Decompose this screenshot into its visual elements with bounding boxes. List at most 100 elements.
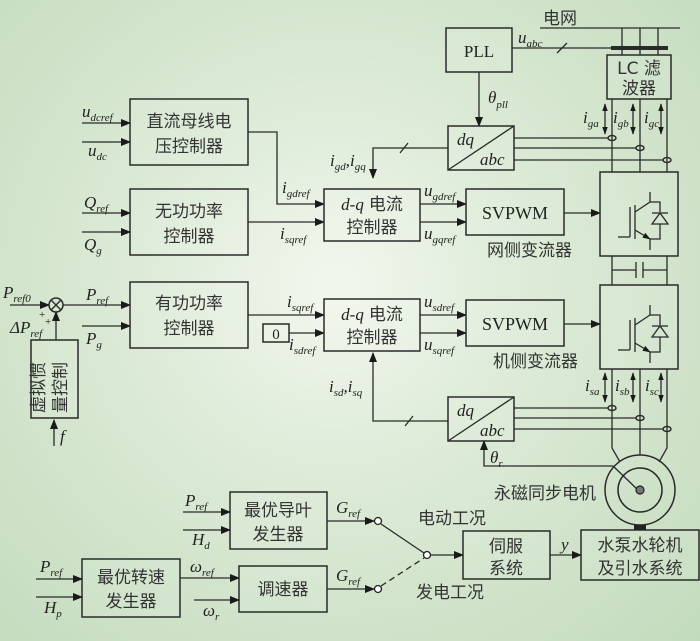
ugqref-label: ugqref — [424, 224, 457, 246]
grid-svpwm-label: SVPWM — [482, 203, 548, 223]
usqref-label: usqref — [424, 335, 456, 357]
active-controller-line2: 控制器 — [164, 319, 215, 339]
grid-controller-outputs: ugdref ugqref — [420, 181, 467, 246]
reactive-controller-line1: 无功功率 — [155, 202, 223, 222]
igd-igq-label: igd,igq — [330, 151, 366, 173]
dq-machine-bottom: abc — [480, 421, 505, 440]
udc-label: udc — [88, 141, 107, 163]
pll-label: PLL — [464, 42, 494, 61]
grid-converter-igbt — [599, 171, 679, 257]
isc-label: isc — [645, 376, 659, 398]
isdref-label: isdref — [289, 335, 317, 357]
speed-pref-label: Pref — [39, 557, 64, 579]
grid-dq-transform: dq abc — [447, 125, 663, 171]
grid-phase-lines: iga igb igc — [583, 99, 672, 172]
dq-grid-top: dq — [457, 130, 475, 149]
speed-generator: 最优转速 发生器 Pref Hp ωref — [36, 557, 240, 620]
speed-generator-line1: 最优转速 — [97, 568, 165, 588]
machine-phase-lines: isa isb isc — [585, 369, 672, 463]
zero-value: 0 — [272, 327, 280, 343]
guide-vane-generator: 最优导叶 发生器 Pref Hd Gref — [183, 491, 375, 552]
grid-controller-line2: 控制器 — [347, 218, 398, 238]
vi-col1: 虚拟惯 — [29, 362, 49, 413]
hp-label: Hp — [43, 598, 62, 620]
reactive-controller-line2: 控制器 — [164, 227, 215, 247]
dq-machine-top: dq — [457, 401, 475, 420]
delta-pref-label: ΔPref — [9, 318, 44, 340]
active-power-controller: 有功功率 控制器 — [129, 281, 249, 349]
theta-r-wire: θr — [480, 440, 639, 491]
dc-voltage-controller: 直流母线电 压控制器 — [129, 98, 249, 166]
lc-filter-line2: 波器 — [622, 79, 656, 99]
machine-current-feedback-wire: isd,isq — [329, 352, 448, 427]
mode-switch: 电动工况 发电工况 — [373, 509, 486, 603]
hd-label: Hd — [191, 530, 210, 552]
governor-label: 调速器 — [258, 580, 309, 600]
sum-sign-2: + — [45, 316, 51, 328]
qg-label: Qg — [84, 235, 102, 257]
zero-reference: 0 isdref — [262, 323, 325, 357]
motor-mode-label: 电动工况 — [418, 509, 486, 529]
machine-converter-igbt — [599, 284, 679, 370]
lc-filter-block: LC 滤 波器 — [606, 54, 672, 100]
grid-bus: 电网 — [540, 9, 680, 55]
omega-r-label: ωr — [203, 601, 220, 623]
active-controller-line1: 有功功率 — [155, 294, 223, 314]
isqref-machine-wire: isqref — [248, 292, 325, 319]
qref-label: Qref — [84, 193, 110, 215]
isa-label: isa — [585, 376, 600, 398]
theta-r-label: θr — [490, 448, 503, 470]
pref-label: Pref — [85, 285, 110, 307]
grid-label: 电网 — [543, 9, 577, 29]
dq-grid-bottom: abc — [480, 150, 505, 169]
machine-controller-line2: 控制器 — [347, 328, 398, 348]
gref-1-label: Gref — [336, 498, 362, 520]
machine-controller-outputs: usdref usqref — [420, 292, 467, 357]
machine-converter-caption: 机侧变流器 — [493, 352, 578, 372]
isqref-machine-label: isqref — [287, 292, 315, 314]
servo-system: 伺服 系统 y — [462, 530, 582, 580]
pmsm-motor: 永磁同步电机 — [494, 454, 676, 530]
iga-label: iga — [583, 108, 599, 130]
dc-inputs: udcref udc — [82, 102, 131, 163]
guide-pref-label: Pref — [184, 491, 209, 513]
frequency-input-label: f — [60, 427, 67, 446]
servo-line1: 伺服 — [489, 537, 523, 557]
pump-turbine-system: 水泵水轮机 及引水系统 — [580, 529, 700, 581]
pump-turbine-line1: 水泵水轮机 — [598, 536, 683, 556]
vi-col2: 量控制 — [51, 362, 71, 413]
pref0-label: Pref0 — [2, 283, 31, 305]
summing-junction: Pref0 + + ΔPref — [2, 283, 64, 340]
grid-current-feedback-wire: igd,igq — [330, 142, 448, 179]
sum-sign-1: + — [39, 309, 45, 321]
isb-label: isb — [615, 376, 630, 398]
speed-generator-line2: 发生器 — [106, 592, 157, 612]
dc-controller-line2: 压控制器 — [155, 137, 223, 157]
grid-svpwm-block: SVPWM 网侧变流器 — [465, 188, 601, 261]
igc-label: igc — [644, 108, 659, 130]
governor-block: 调速器 ωr Gref — [194, 565, 375, 623]
servo-line2: 系统 — [489, 559, 523, 579]
reactive-power-controller: 无功功率 控制器 — [129, 188, 249, 256]
igdref-label: igdref — [282, 178, 311, 200]
ugdref-label: ugdref — [424, 181, 457, 203]
isqref-grid-label: isqref — [280, 224, 308, 246]
grid-converter-caption: 网侧变流器 — [487, 241, 572, 261]
pll-block: PLL — [445, 27, 513, 73]
virtual-inertia-text: 虚拟惯 量控制 — [29, 362, 71, 413]
generator-mode-label: 发电工况 — [416, 583, 484, 603]
gref-2-label: Gref — [336, 566, 362, 588]
grid-voltage-wire: uabc — [512, 28, 611, 54]
usdref-label: usdref — [424, 292, 456, 314]
lc-filter-line1: LC 滤 — [617, 59, 661, 79]
dc-controller-line1: 直流母线电 — [147, 112, 232, 132]
igdref-wire: igdref — [248, 131, 325, 208]
pg-label: Pg — [85, 329, 102, 351]
omega-ref-label: ωref — [190, 557, 216, 579]
machine-svpwm-block: SVPWM 机侧变流器 — [465, 299, 601, 372]
uabc-label: uabc — [518, 28, 543, 50]
isqref-wire: isqref — [248, 218, 325, 246]
